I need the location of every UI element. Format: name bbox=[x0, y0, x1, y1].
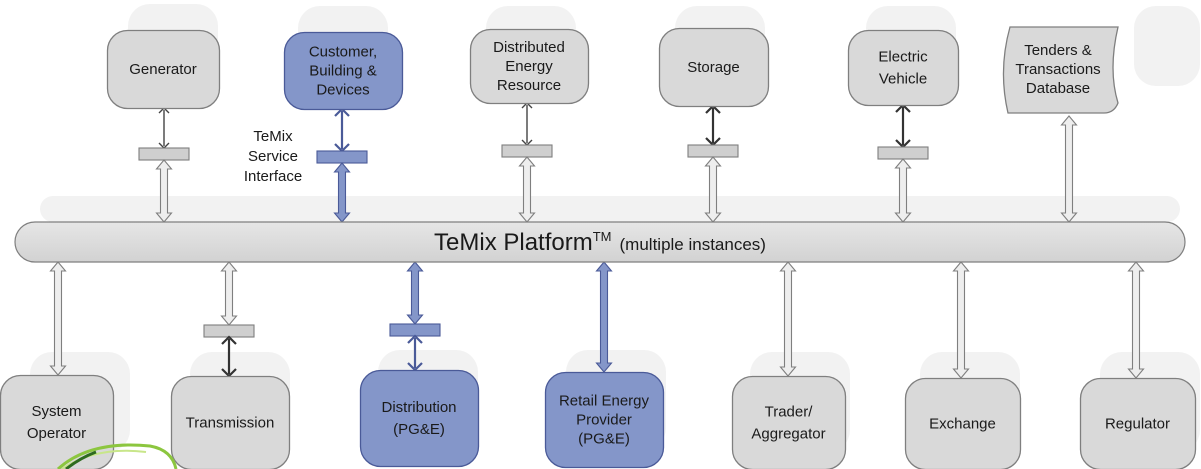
distribution-label: Distribution(PG&E) bbox=[381, 399, 456, 438]
ev-platform-arrow bbox=[894, 158, 912, 223]
der-device-arrow bbox=[521, 102, 533, 146]
platform-name: TeMix Platform bbox=[434, 229, 593, 256]
decorative-swoosh bbox=[56, 443, 178, 469]
customer-label: Customer,Building &Devices bbox=[309, 44, 377, 99]
storage-node: Storage bbox=[658, 27, 770, 108]
generator-label: Generator bbox=[129, 61, 197, 78]
ghost-platform bbox=[40, 196, 1180, 222]
temix-platform-bar bbox=[14, 221, 1186, 263]
generator-node: Generator bbox=[106, 29, 221, 110]
storage-interface-bar bbox=[687, 144, 739, 158]
generator-platform-arrow bbox=[155, 159, 173, 223]
connector-layer bbox=[49, 102, 1145, 379]
customer-interface-bar bbox=[316, 150, 368, 164]
platform-label: TeMix PlatformTM (multiple instances) bbox=[434, 229, 766, 256]
transmission-label: Transmission bbox=[186, 415, 275, 432]
ev-device-arrow bbox=[895, 103, 911, 149]
ev-interface-bar bbox=[877, 146, 929, 160]
platform-trademark: TM bbox=[593, 229, 612, 244]
ghost-shape bbox=[1134, 6, 1200, 86]
regulator-node: Regulator bbox=[1079, 377, 1197, 469]
exchange-node: Exchange bbox=[904, 377, 1022, 469]
generator-interface-bar bbox=[138, 147, 190, 161]
trader-label: Trader/Aggregator bbox=[751, 404, 825, 443]
trader-node: Trader/Aggregator bbox=[731, 375, 847, 469]
storage-device-arrow bbox=[705, 104, 721, 147]
exchange-label: Exchange bbox=[929, 416, 996, 433]
platform-layer: TeMix PlatformTM (multiple instances) bbox=[14, 221, 1186, 263]
transmission-node: Transmission bbox=[170, 375, 291, 469]
transmission-platform-arrow bbox=[220, 261, 238, 326]
customer-platform-arrow bbox=[333, 162, 351, 223]
distribution-platform-arrow bbox=[406, 261, 424, 325]
customer-node: Customer,Building &Devices bbox=[283, 31, 404, 111]
der-interface-bar bbox=[501, 144, 553, 158]
transmission-interface-bar bbox=[203, 324, 255, 338]
generator-device-arrow bbox=[158, 107, 170, 149]
storage-label: Storage bbox=[687, 59, 740, 76]
distribution-node: Distribution(PG&E) bbox=[359, 369, 480, 468]
regulator-label: Regulator bbox=[1105, 416, 1170, 433]
customer-device-arrow bbox=[334, 107, 350, 153]
distribution-interface-bar bbox=[389, 323, 441, 337]
platform-subtitle: (multiple instances) bbox=[620, 235, 766, 254]
